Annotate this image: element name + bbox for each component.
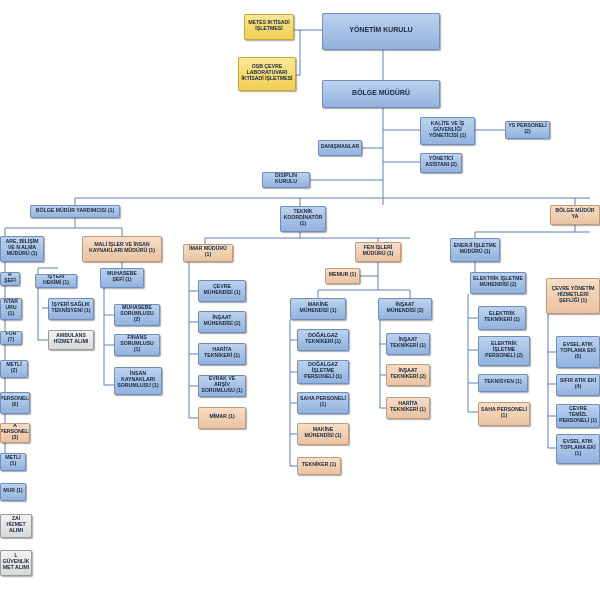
ys-personeli-box: YS PERSONELİ (2) xyxy=(505,121,550,139)
sifir-atik-box: SIFIR ATIK EKİ (4) xyxy=(556,374,600,396)
insaat-teknikeri-2-box: İNŞAAT TEKNİKERİ (2) xyxy=(386,364,430,386)
left-metli1-box: METLİ (1) xyxy=(0,453,26,471)
harita-teknikeri-imar-box: HARİTA TEKNİKERİ (1) xyxy=(198,343,246,365)
finans-box: FİNANS SORUMLUSU (1) xyxy=(114,334,160,356)
evrak-arsiv-box: EVRAK VE ARŞİV SORUMLUSU (1) xyxy=(198,375,246,397)
bolge-mudur-yardimcisi-right: BÖLGE MÜDÜR YA xyxy=(550,205,600,225)
evsel-atik-box: EVSEL ATIK TOPLAMA EKİ (5) xyxy=(556,336,600,368)
memur-box: MEMUR (1) xyxy=(325,268,360,284)
danismanlar-box: DANIŞMANLAR xyxy=(318,140,362,156)
insaat-muhendisi-imar-box: İNŞAAT MÜHENDİSİ (2) xyxy=(198,311,246,333)
left-personeli6-box: PERSONELİ (6) xyxy=(0,392,30,414)
saha-personeli-fen-box: SAHA PERSONELİ (1) xyxy=(297,392,349,414)
left-ntar-box: NTAR URU (1) xyxy=(0,298,22,320)
isyeri-saglik-box: İŞYERİ SAĞLIK TEKNİSYENİ (1) xyxy=(48,298,94,320)
ambulans-box: AMBULANS HİZMET ALIMI xyxy=(48,330,94,350)
teknisyen-box: TEKNİSYEN (1) xyxy=(478,374,528,392)
tekniker-box: TEKNİKER (1) xyxy=(297,457,341,475)
fen-isleri-muduru-box: FEN İŞLERİ MÜDÜRÜ (1) xyxy=(355,242,401,262)
muhasebe-sorumlusu-box: MUHASEBE SORUMLUSU (2) xyxy=(114,304,160,326)
metes-box: METES İKTİSADİ İŞLETMESİ xyxy=(244,14,294,40)
enerji-isletme-muduru-box: ENERJİ İŞLETME MÜDÜRÜ (1) xyxy=(450,238,500,262)
dogalgaz-personeli-box: DOĞALGAZ İŞLETME PERSONELİ (1) xyxy=(297,360,349,384)
bolge-mudur-yardimcisi-left: BÖLGE MÜDÜR YARDIMCISI (1) xyxy=(30,205,120,218)
left-for-box: FÖR (7) xyxy=(0,331,22,345)
insan-kaynaklari-box: İNSAN KAYNAKLARI SORUMLUSU (1) xyxy=(114,367,162,395)
mali-isler-mudur-box: MALİ İŞLER VE İNSAN KAYNAKLARI MÜDÜRÜ (1… xyxy=(82,236,162,262)
saha-personeli-enerji-box: SAHA PERSONELİ (1) xyxy=(478,402,530,426)
makine-muhendisi-2-box: MAKİNE MÜHENDİSİ (1) xyxy=(297,423,349,445)
harita-teknikeri-fen-box: HARİTA TEKNİKERİ (1) xyxy=(386,397,430,419)
left-sefi-box: R ŞEFİ xyxy=(0,272,20,286)
muhasebe-sefi-box: MUHASEBE ŞEFİ (1) xyxy=(100,268,144,288)
kalite-box: KALİTE VE İŞ GÜVENLİĞİ YÖNETİCİSİ (1) xyxy=(420,117,475,145)
left-zai-hizmet-box: ZAİ HİZMET ALIMI xyxy=(0,514,32,538)
cevre-muhendisi-box: ÇEVRE MÜHENDİSİ (1) xyxy=(198,280,246,302)
left-guvenlik-box: L GÜVENLİK MET ALIMI xyxy=(0,550,32,576)
isyeri-hekimi-box: İŞYERİ HEKİMİ (1) xyxy=(35,274,77,288)
mimar-box: MİMAR (1) xyxy=(198,407,246,429)
dogalgaz-teknikeri-box: DOĞALGAZ TEKNİKERİ (1) xyxy=(297,329,349,351)
disiplin-box: DİSİPLİN KURULU xyxy=(262,172,310,188)
makine-muhendisi-box: MAKİNE MÜHENDİSİ (1) xyxy=(290,298,346,320)
left-metli2-box: METLİ (2) xyxy=(0,360,28,378)
imar-muduru-box: İMAR MÜDÜRÜ (1) xyxy=(183,244,233,262)
teknik-koordinator-box: TEKNİK KOORDİNATÖR (1) xyxy=(280,206,326,232)
left-personeli3-box: A PERSONELİ (3) xyxy=(0,423,30,443)
cevre-temizlik-box: ÇEVRE TEMİZL PERSONELİ (1) xyxy=(556,404,600,428)
cevre-yonetim-sefligi-box: ÇEVRE YÖNETİM HİZMETLERİ ŞEFLİĞİ (1) xyxy=(546,278,600,314)
insaat-muhendisi-fen-box: İNŞAAT MÜHENDİSİ (2) xyxy=(378,298,432,320)
bolge-muduru-box: BÖLGE MÜDÜRÜ xyxy=(322,80,440,108)
yonetici-asistani-box: YÖNETİCİ ASİSTANI (2) xyxy=(420,153,462,173)
idare-bilisim-mudur-box: ARE, BİLİŞİM VE N ALMA MÜDÜRÜ (1) xyxy=(0,236,44,262)
elektrik-isletme-muhendisi-box: ELEKTRİK İŞLETME MÜHENDİSİ (2) xyxy=(470,272,526,294)
insaat-teknikeri-1-box: İNŞAAT TEKNİKERİ (1) xyxy=(386,333,430,355)
yonetim-kurulu-box: YÖNETİM KURULU xyxy=(322,13,440,50)
osb-lab-box: OSB ÇEVRE LABORATUVARI İKTİSADİ İŞLETMES… xyxy=(238,57,296,91)
left-memur-box: MUR (1) xyxy=(0,483,26,501)
elektrik-teknikeri-box: ELEKTRİK TEKNİKERİ (1) xyxy=(478,306,526,330)
evsel-atik-2-box: EVSEL ATIK TOPLAMA EKİ (1) xyxy=(556,434,600,464)
elektrik-personeli-box: ELEKTRİK İŞLETME PERSONELİ (2) xyxy=(478,336,530,366)
